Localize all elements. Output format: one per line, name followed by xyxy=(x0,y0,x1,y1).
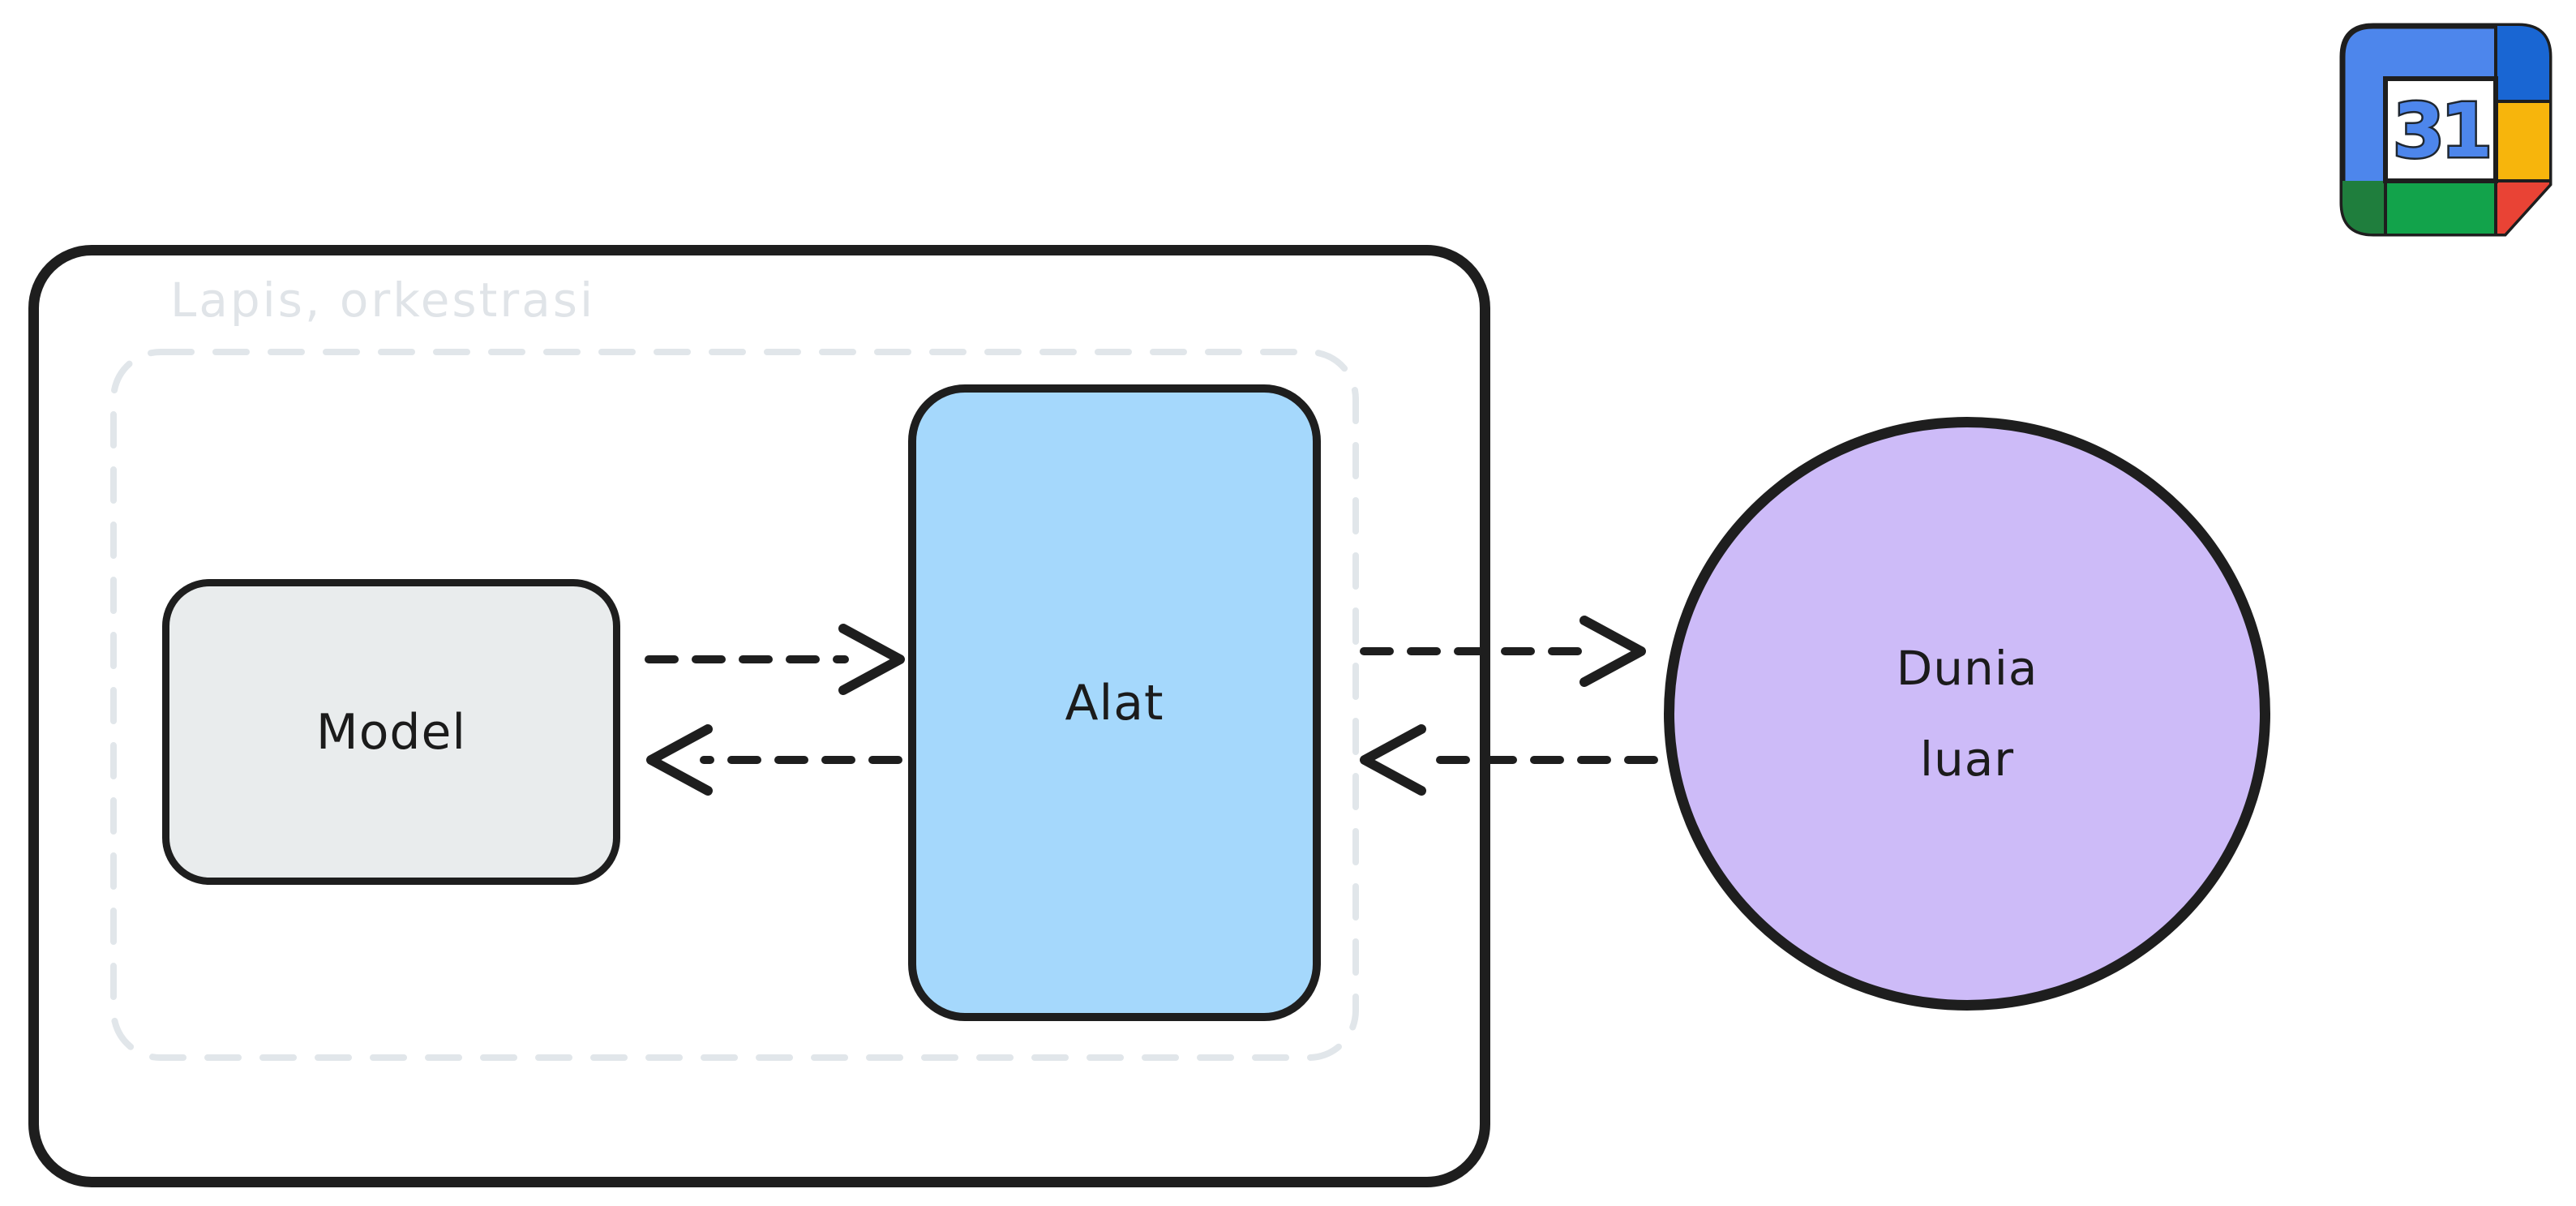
arrow-right-head-icon xyxy=(838,624,905,695)
arrow-left-head-icon xyxy=(1360,724,1426,796)
model-node: Model xyxy=(162,579,620,885)
alat-node: Alat xyxy=(908,384,1321,1021)
arrow-world-to-alat xyxy=(1360,724,1658,796)
calendar-corner-topright xyxy=(2496,26,2549,101)
orchestration-layer-border xyxy=(110,349,1359,1061)
arrow-alat-to-world xyxy=(1360,616,1646,687)
arrow-right-head-icon xyxy=(1579,616,1646,687)
calendar-corner-bottomleft xyxy=(2342,181,2385,234)
calendar-bottom-row xyxy=(2385,181,2496,234)
outside-world-label-line2: luar xyxy=(1919,732,2015,787)
arrow-model-to-alat xyxy=(645,624,905,695)
outside-world-node: Dunia luar xyxy=(1664,417,2270,1011)
arrow-alat-to-model xyxy=(646,724,902,796)
arrow-left-head-icon xyxy=(646,724,713,796)
calendar-right-column xyxy=(2496,101,2549,181)
orchestration-layer-box xyxy=(110,349,1359,1061)
model-label: Model xyxy=(315,703,467,761)
google-calendar-icon: 31 xyxy=(2339,23,2552,237)
alat-label: Alat xyxy=(1065,674,1164,732)
calendar-corner-bottomright xyxy=(2496,181,2549,234)
orchestration-layer-label: Lapis, orkestrasi xyxy=(170,273,596,328)
calendar-date-page xyxy=(2385,79,2496,181)
calendar-date-page-border xyxy=(2383,76,2498,183)
outside-world-label-line1: Dunia xyxy=(1896,641,2038,696)
calendar-day-number: 31 xyxy=(2393,88,2488,174)
